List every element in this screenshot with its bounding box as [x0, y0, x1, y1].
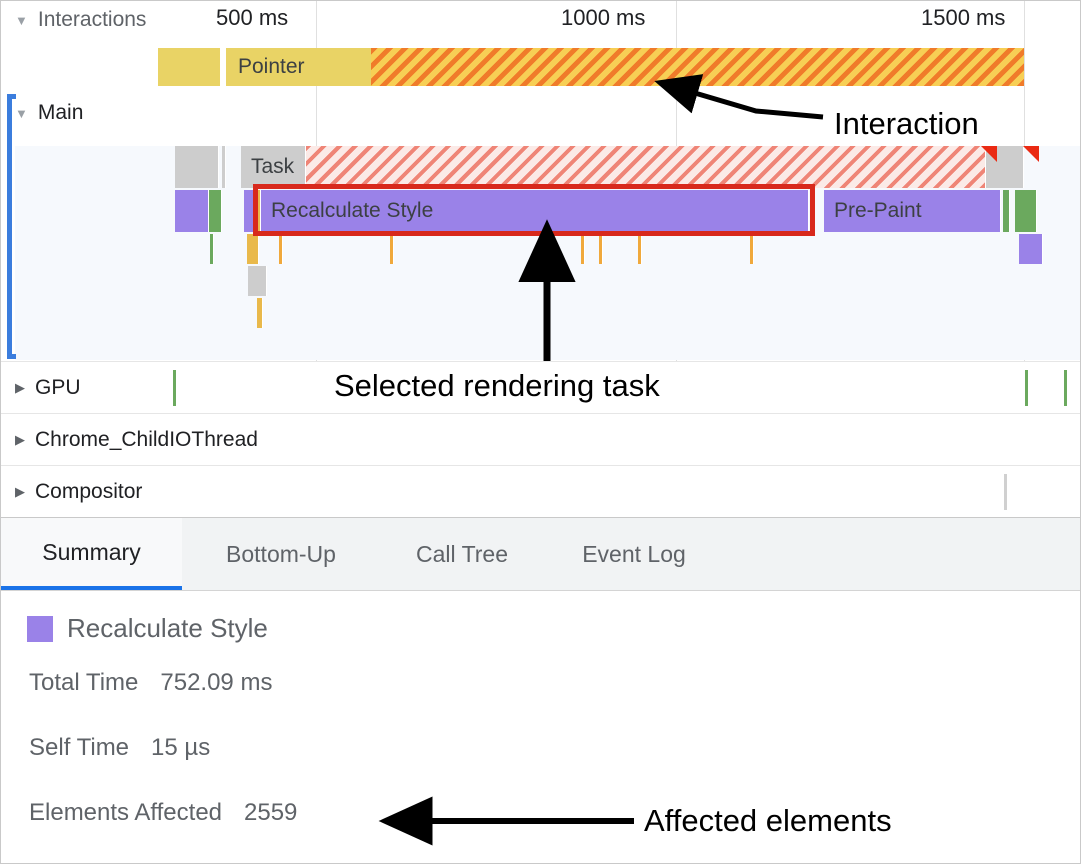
flame-bar[interactable] — [209, 190, 222, 232]
summary-row-value: 2559 — [244, 799, 298, 826]
chevron-down-icon[interactable]: ▼ — [15, 12, 28, 28]
ruler-tick-label: 1500 ms — [921, 5, 1006, 30]
flame-bar[interactable] — [254, 190, 261, 232]
flame-bar[interactable] — [306, 146, 986, 188]
track-label-chrome_childiothread: Chrome_ChildIOThread — [35, 427, 258, 451]
flame-bar[interactable] — [210, 234, 214, 264]
track-label-main: Main — [37, 101, 84, 124]
flame-bar[interactable] — [222, 146, 226, 188]
summary-event-name: Recalculate Style — [67, 613, 268, 643]
tab-summary[interactable]: Summary — [1, 518, 182, 590]
summary-row-value: 752.09 ms — [160, 669, 273, 696]
interaction-entry[interactable] — [158, 48, 220, 86]
flame-bar-label: Task — [251, 155, 295, 178]
track-marker — [1025, 370, 1028, 406]
flame-bar[interactable] — [1015, 190, 1037, 232]
track-selection-bracket — [7, 94, 16, 359]
flame-bar[interactable] — [750, 234, 754, 264]
track-interactions[interactable]: ▼ Interactions Pointer — [1, 1, 1080, 94]
track-marker — [173, 370, 176, 406]
track-header-gpu[interactable]: ▶ GPU — [1, 362, 81, 413]
track-row-gpu[interactable]: ▶ GPU — [1, 361, 1080, 413]
track-marker — [1004, 474, 1007, 510]
track-row-chrome_childiothread[interactable]: ▶ Chrome_ChildIOThread — [1, 413, 1080, 465]
flame-bar[interactable] — [638, 234, 642, 264]
details-tabbar[interactable]: Summary Bottom-Up Call Tree Event Log — [1, 517, 1080, 591]
chevron-right-icon[interactable]: ▶ — [15, 484, 25, 499]
flame-bar[interactable] — [257, 298, 263, 328]
tab-call-tree[interactable]: Call Tree — [415, 540, 509, 567]
interaction-entry-pointer[interactable]: Pointer — [226, 48, 371, 86]
tab-bottom-up[interactable]: Bottom-Up — [226, 540, 336, 567]
flame-bar[interactable] — [390, 234, 394, 264]
flame-bar[interactable] — [279, 234, 283, 264]
flame-bar[interactable] — [1019, 234, 1043, 264]
flame-bar-pre-paint[interactable]: Pre-Paint — [824, 190, 1001, 232]
interaction-entry[interactable] — [371, 48, 1024, 86]
summary-row-self-time: Self Time 15 µs — [29, 734, 210, 762]
chevron-right-icon[interactable]: ▶ — [15, 432, 25, 447]
annotation-label-selected-task: Selected rendering task — [334, 368, 660, 403]
annotation-label-interaction: Interaction — [834, 106, 979, 141]
interaction-entry-label: Pointer — [238, 55, 305, 78]
ruler-tick-label: 500 ms — [216, 5, 289, 30]
chevron-right-icon[interactable]: ▶ — [15, 380, 25, 395]
flame-bar-recalculate-style[interactable]: Recalculate Style — [261, 190, 809, 232]
summary-row-key: Self Time — [29, 734, 130, 761]
track-header-main[interactable]: ▼ Main — [1, 94, 83, 132]
flame-bar[interactable] — [599, 234, 603, 264]
tab-event-log[interactable]: Event Log — [582, 540, 686, 567]
timeline-flame-chart[interactable]: 500 ms 1000 ms 1500 ms ▼ Interactions Poin… — [1, 1, 1080, 517]
track-header-compositor[interactable]: ▶ Compositor — [1, 466, 142, 517]
summary-row-elements-affected: Elements Affected 2559 — [29, 799, 297, 827]
summary-pane: Recalculate Style Total Time 752.09 ms Sel… — [1, 591, 1080, 863]
track-header-interactions[interactable]: ▼ Interactions — [1, 1, 146, 39]
track-label-compositor: Compositor — [35, 479, 143, 503]
flame-bar[interactable] — [1003, 190, 1010, 232]
chevron-down-icon[interactable]: ▼ — [15, 105, 28, 121]
flame-bar[interactable] — [581, 234, 585, 264]
flame-bar-label: Recalculate Style — [271, 199, 434, 222]
summary-row-value: 15 µs — [151, 734, 211, 761]
flame-bar[interactable] — [244, 190, 254, 232]
track-header-chrome_childiothread[interactable]: ▶ Chrome_ChildIOThread — [1, 414, 258, 465]
flame-bar[interactable] — [248, 266, 267, 296]
summary-row-total-time: Total Time 752.09 ms — [29, 669, 272, 697]
summary-row-key: Elements Affected — [29, 799, 223, 826]
track-label-interactions: Interactions — [37, 8, 147, 31]
flame-bar[interactable] — [175, 190, 209, 232]
track-label-gpu: GPU — [35, 375, 81, 399]
flame-bar[interactable] — [247, 234, 259, 264]
flame-bar-task[interactable]: Task — [241, 146, 306, 188]
event-color-swatch — [27, 615, 53, 642]
warning-triangle-icon — [981, 146, 997, 162]
summary-row-key: Total Time — [29, 669, 139, 696]
track-marker — [1064, 370, 1067, 406]
warning-triangle-icon — [1023, 146, 1039, 162]
flame-bar-label: Pre-Paint — [834, 199, 922, 222]
summary-event-title: Recalculate Style — [27, 613, 268, 644]
track-row-compositor[interactable]: ▶ Compositor — [1, 465, 1080, 517]
ruler-tick-label: 1000 ms — [561, 5, 646, 30]
flame-bar[interactable] — [175, 146, 219, 188]
annotation-label-affected-elements: Affected elements — [644, 803, 892, 838]
